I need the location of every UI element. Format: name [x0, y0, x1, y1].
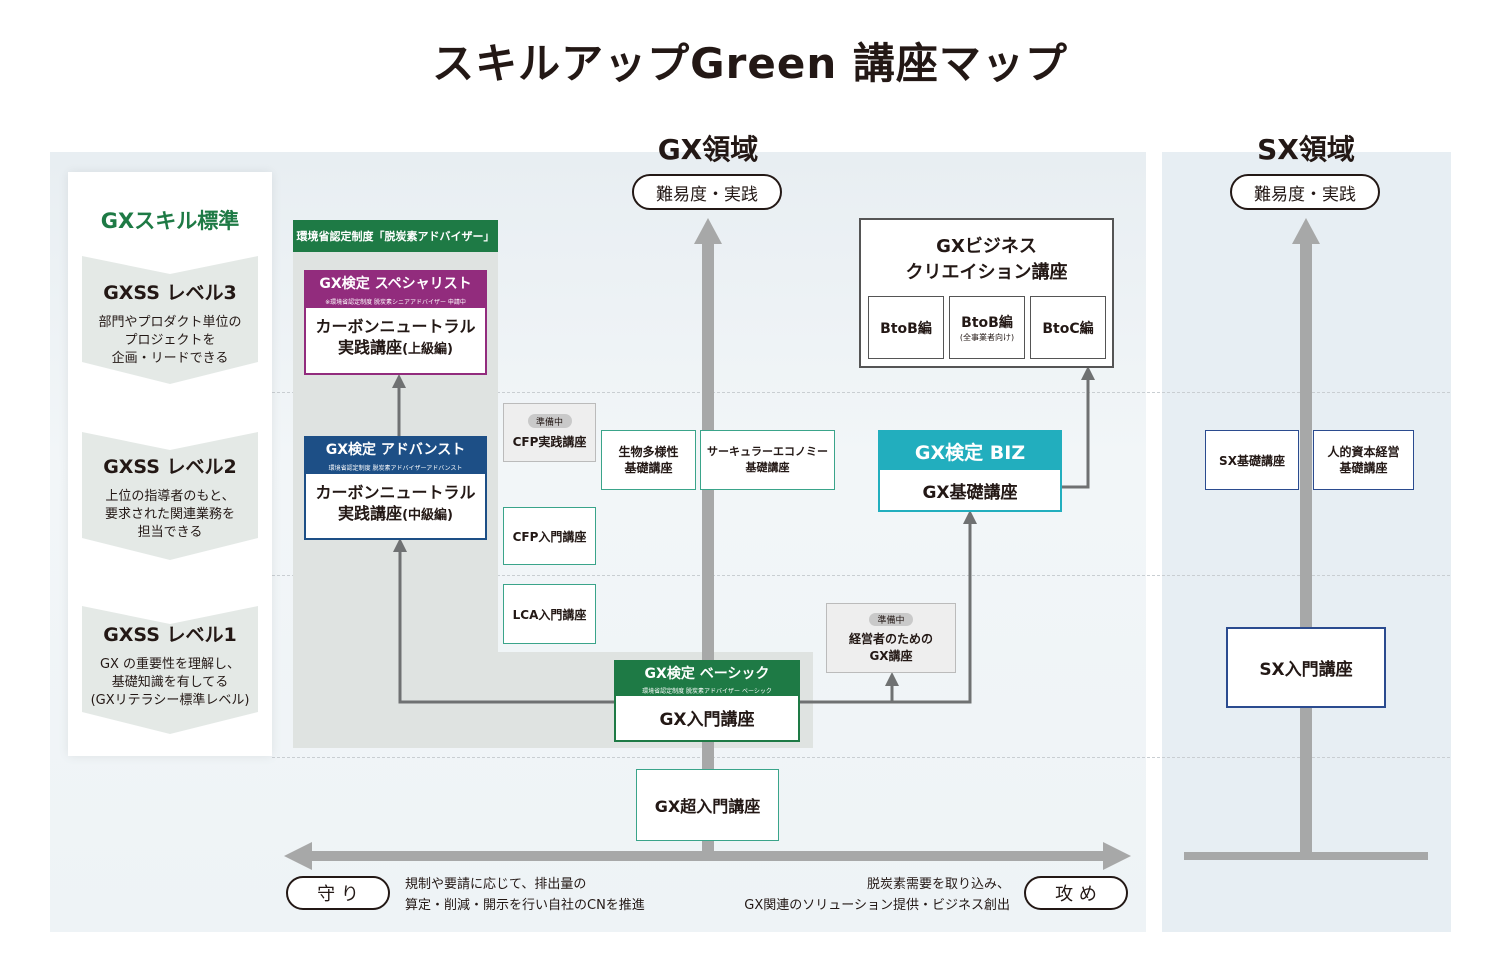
- biodiversity-line: 基礎講座: [624, 461, 673, 475]
- level-1-chevron: [82, 606, 258, 734]
- preparing-tag: 準備中: [527, 414, 572, 428]
- cfp-intro-card[interactable]: CFP入門講座: [503, 507, 596, 565]
- sx-axis-pill: 難易度・実践: [1230, 174, 1380, 210]
- level-1-desc-line: GX の重要性を理解し、: [99, 657, 241, 672]
- defense-pill: 守 り: [286, 876, 390, 910]
- gx-horizontal-axis: [308, 851, 1108, 861]
- advanced-body: カーボンニュートラル 実践講座(中級編): [306, 474, 485, 526]
- level-2-desc-line: 担当できる: [137, 525, 203, 540]
- cfp-practice-card[interactable]: 準備中 CFP実践講座: [503, 403, 596, 462]
- level-2-desc-line: 要求された関連業務を: [104, 507, 235, 522]
- sx-horizontal-axis: [1184, 852, 1428, 860]
- level-2-chevron: [82, 432, 258, 560]
- biodiversity-line: 生物多様性: [618, 445, 679, 459]
- defense-desc-line: 算定・削減・開示を行い自社のCNを推進: [405, 898, 645, 913]
- gx-axis-arrowhead: [694, 218, 722, 244]
- circular-economy-card[interactable]: サーキュラーエコノミー 基礎講座: [700, 430, 835, 490]
- basic-header: GX検定 ベーシック: [616, 662, 798, 684]
- right-arrowhead: [1103, 842, 1131, 870]
- circular-line: サーキュラーエコノミー: [707, 445, 828, 458]
- gx-axis-pill: 難易度・実践: [632, 174, 782, 210]
- basic-body: GX入門講座: [659, 709, 755, 730]
- sx-basic-card[interactable]: SX基礎講座: [1205, 430, 1299, 490]
- specialist-line: 実践講座: [338, 338, 403, 357]
- gx-vertical-axis: [702, 240, 714, 855]
- advanced-line: カーボンニュートラル: [315, 483, 476, 502]
- executive-line: 経営者のための: [848, 632, 933, 646]
- offense-desc-line: GX関連のソリューション提供・ビジネス創出: [744, 898, 1010, 913]
- specialist-body: カーボンニュートラル 実践講座(上級編): [306, 308, 485, 360]
- advanced-header: GX検定 アドバンスト: [306, 438, 485, 460]
- specialist-suffix: (上級編): [402, 342, 453, 357]
- level-3-chevron: [82, 256, 258, 384]
- btob-all-label: BtoB編: [961, 315, 1013, 331]
- level-1-desc-line: (GXリテラシー標準レベル): [90, 693, 250, 708]
- btob-card[interactable]: BtoB編: [868, 296, 944, 359]
- cfp-practice-label: CFP実践講座: [512, 434, 587, 449]
- level-2-desc-line: 上位の指導者のもと、: [105, 489, 235, 504]
- business-creation-line: クリエイション講座: [905, 262, 1068, 283]
- level-2-description: 上位の指導者のもと、 要求された関連業務を 担当できる: [82, 488, 258, 542]
- offense-description: 脱炭素需要を取り込み、 GX関連のソリューション提供・ビジネス創出: [690, 874, 1010, 916]
- level-3-name: GXSS レベル3: [103, 281, 237, 304]
- sx-axis-arrowhead: [1292, 218, 1320, 244]
- specialist-subheader: ※環境省認定制度 脱炭素シニアアドバイザー 申請中: [306, 294, 485, 308]
- human-capital-line: 基礎講座: [1339, 461, 1388, 475]
- level-1-description: GX の重要性を理解し、 基礎知識を有してる (GXリテラシー標準レベル): [82, 656, 258, 710]
- executive-card[interactable]: 準備中 経営者のための GX講座: [826, 603, 956, 673]
- level-1-desc-line: 基礎知識を有してる: [111, 675, 229, 690]
- level-3-desc-line: プロジェクトを: [124, 333, 216, 348]
- defense-desc-line: 規制や要請に応じて、排出量の: [405, 877, 587, 892]
- btoc-card[interactable]: BtoC編: [1030, 296, 1106, 359]
- sidebar-title: GXスキル標準: [100, 209, 240, 233]
- gx-domain-title: GX領域: [657, 133, 759, 166]
- specialist-header: GX検定 スペシャリスト: [306, 272, 485, 294]
- level-1-name: GXSS レベル1: [103, 623, 237, 646]
- certification-label: 環境省認定制度「脱炭素アドバイザー」: [293, 220, 498, 252]
- advanced-suffix: (中級編): [402, 508, 453, 523]
- left-arrowhead: [284, 842, 312, 870]
- super-intro-card[interactable]: GX超入門講座: [636, 769, 779, 841]
- sx-vertical-axis: [1300, 240, 1312, 855]
- executive-label: 経営者のための GX講座: [827, 626, 955, 665]
- sx-domain-title: SX領域: [1257, 133, 1355, 166]
- business-creation-line: GXビジネス: [936, 236, 1037, 257]
- circular-line: 基礎講座: [745, 461, 790, 474]
- biz-header: GX検定 BIZ: [880, 432, 1060, 470]
- specialist-course-card[interactable]: GX検定 スペシャリスト ※環境省認定制度 脱炭素シニアアドバイザー 申請中 カ…: [304, 270, 487, 375]
- btob-all-card[interactable]: BtoB編 (全事業者向け): [949, 296, 1025, 359]
- level-3-desc-line: 部門やプロダクト単位の: [98, 315, 242, 330]
- level-divider: [272, 757, 1450, 758]
- biodiversity-card[interactable]: 生物多様性 基礎講座: [601, 430, 696, 490]
- lca-intro-card[interactable]: LCA入門講座: [503, 584, 596, 644]
- page-title: スキルアップGreen 講座マップ: [432, 39, 1068, 88]
- advanced-line: 実践講座: [338, 504, 403, 523]
- defense-description: 規制や要請に応じて、排出量の 算定・削減・開示を行い自社のCNを推進: [405, 874, 705, 916]
- advanced-subheader: 環境省認定制度 脱炭素アドバイザーアドバンスト: [306, 460, 485, 474]
- level-3-desc-line: 企画・リードできる: [111, 351, 229, 366]
- offense-pill: 攻 め: [1024, 876, 1128, 910]
- basic-subheader: 環境省認定制度 脱炭素アドバイザー ベーシック: [616, 684, 798, 696]
- sx-intro-card[interactable]: SX入門講座: [1226, 627, 1386, 708]
- biz-body: GX基礎講座: [922, 482, 1018, 503]
- offense-desc-line: 脱炭素需要を取り込み、: [866, 877, 1010, 892]
- level-2-name: GXSS レベル2: [103, 455, 237, 478]
- human-capital-card[interactable]: 人的資本経営 基礎講座: [1313, 430, 1414, 490]
- executive-line: GX講座: [869, 649, 913, 663]
- preparing-tag: 準備中: [869, 613, 913, 626]
- biz-course-card[interactable]: GX検定 BIZ GX基礎講座: [878, 430, 1062, 512]
- basic-course-card[interactable]: GX検定 ベーシック 環境省認定制度 脱炭素アドバイザー ベーシック GX入門講…: [614, 660, 800, 742]
- level-divider: [272, 392, 1450, 393]
- advanced-course-card[interactable]: GX検定 アドバンスト 環境省認定制度 脱炭素アドバイザーアドバンスト カーボン…: [304, 436, 487, 540]
- level-3-description: 部門やプロダクト単位の プロジェクトを 企画・リードできる: [82, 314, 258, 368]
- specialist-line: カーボンニュートラル: [315, 317, 476, 336]
- btob-all-sublabel: (全事業者向け): [959, 333, 1015, 342]
- business-creation-title: GXビジネス クリエイション講座: [861, 220, 1112, 286]
- human-capital-line: 人的資本経営: [1327, 445, 1400, 459]
